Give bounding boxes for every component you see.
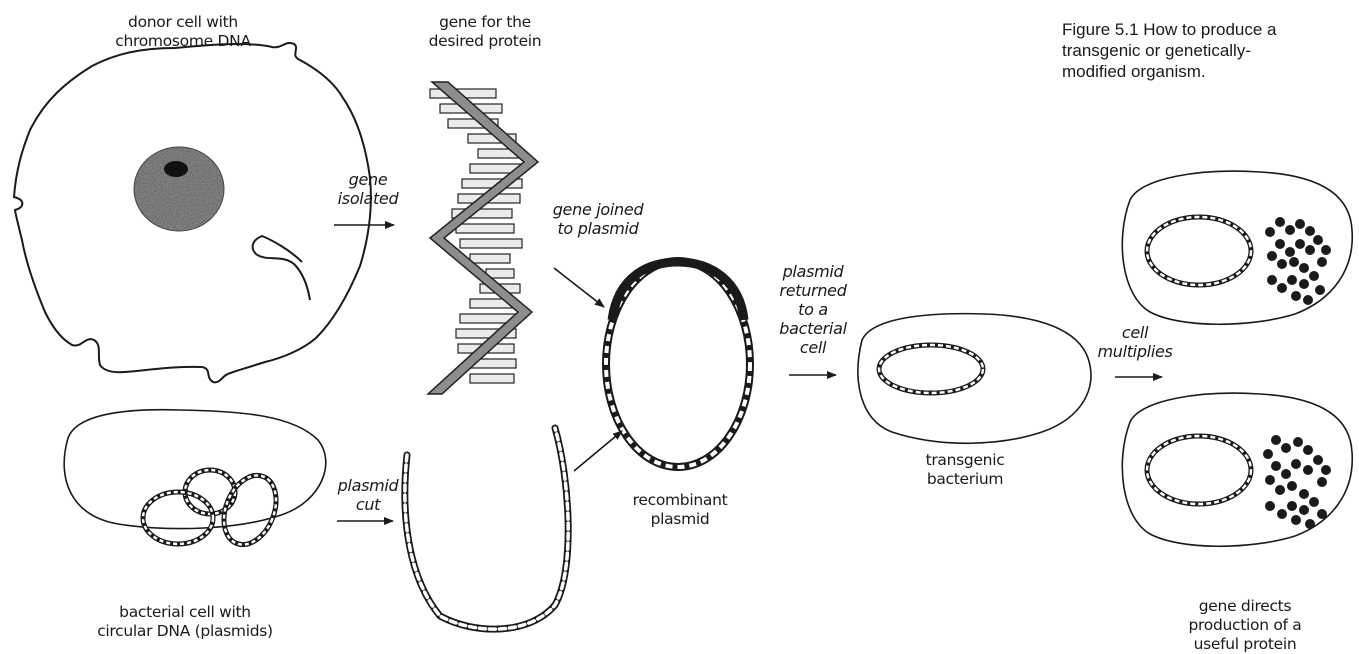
lower-cell-wall <box>1122 393 1352 546</box>
upper-cell-wall <box>1122 171 1352 324</box>
upper-plasmid <box>1147 217 1251 285</box>
bacterial-cell <box>64 410 326 553</box>
upper-protein-chain <box>1265 217 1331 305</box>
arrow-gene-joined <box>554 268 604 307</box>
plasmid-2 <box>143 492 213 544</box>
arrow-plasmid-joined <box>574 431 622 471</box>
figure-caption: Figure 5.1 How to produce a transgenic o… <box>1062 19 1352 82</box>
dna-backbone <box>428 82 538 394</box>
nucleolus <box>164 161 188 177</box>
daughter-cell-lower <box>1122 393 1352 546</box>
recombinant-plasmid <box>606 261 750 467</box>
cut-plasmid <box>405 428 568 629</box>
donor-nucleus <box>134 147 224 231</box>
daughter-cell-upper <box>1122 171 1352 324</box>
gene-dna-ladder <box>428 82 538 394</box>
transgenic-cell-wall <box>858 314 1091 444</box>
lower-protein-chain <box>1263 435 1331 529</box>
transgenic-plasmid <box>879 345 983 393</box>
donor-cell-membrane-fold <box>253 236 310 300</box>
plasmid-3 <box>214 468 285 553</box>
donor-cell <box>14 43 371 382</box>
transgenic-bacterium <box>858 314 1091 444</box>
lower-plasmid <box>1147 436 1251 504</box>
